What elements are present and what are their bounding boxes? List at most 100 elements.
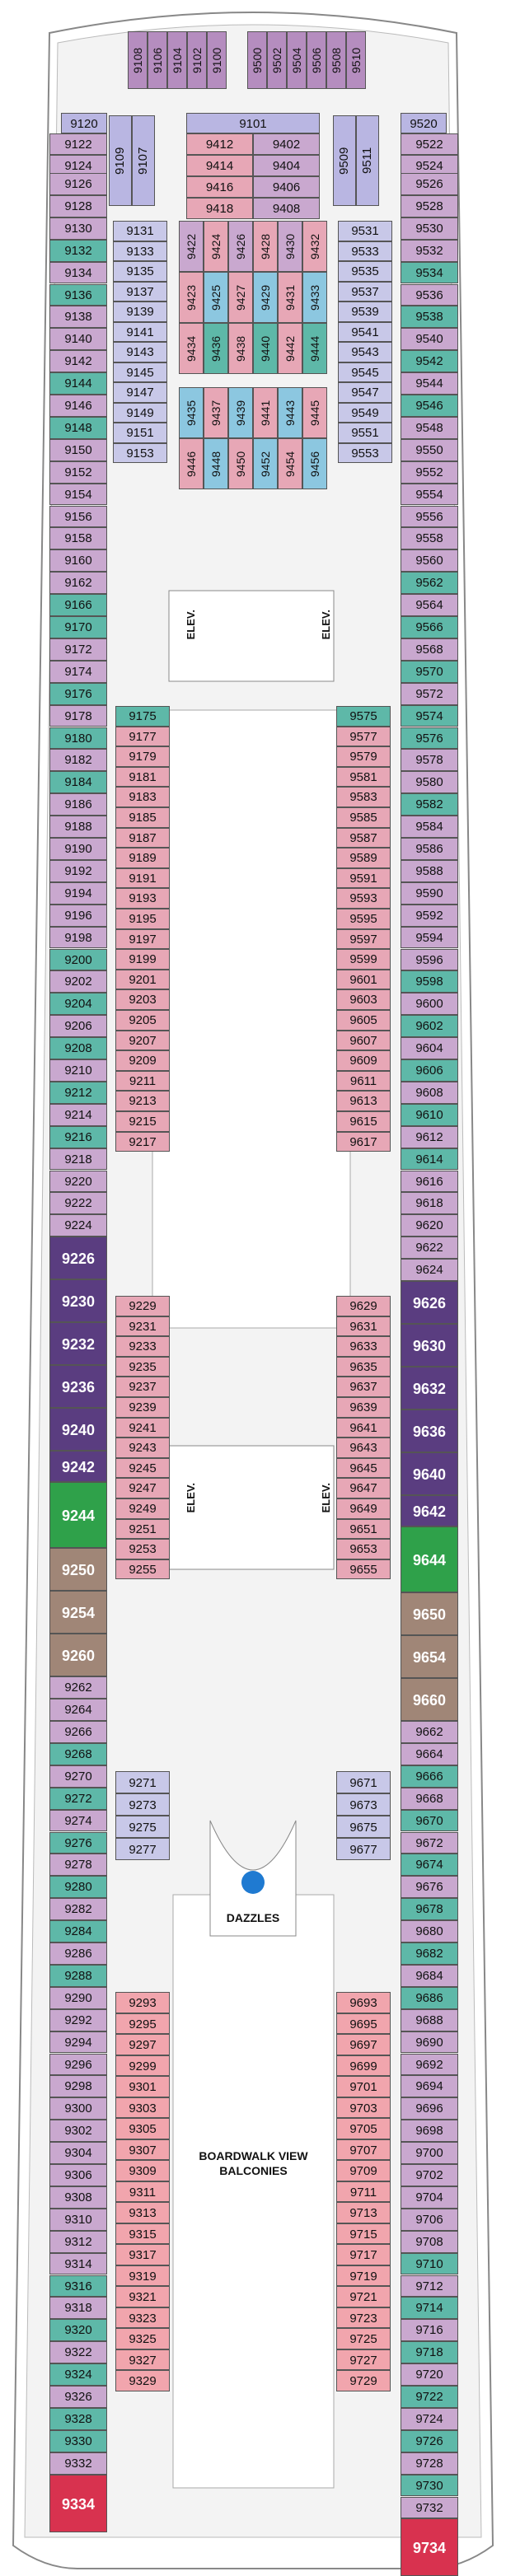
cabin-9152[interactable]: 9152 bbox=[49, 461, 107, 484]
cabin-9303[interactable]: 9303 bbox=[115, 2097, 170, 2118]
cabin-9576[interactable]: 9576 bbox=[401, 727, 458, 750]
cabin-9423[interactable]: 9423 bbox=[179, 272, 204, 323]
cabin-9696[interactable]: 9696 bbox=[401, 2097, 458, 2120]
cabin-9323[interactable]: 9323 bbox=[115, 2307, 170, 2328]
cabin-9146[interactable]: 9146 bbox=[49, 395, 107, 417]
cabin-9139[interactable]: 9139 bbox=[113, 302, 167, 322]
cabin-9605[interactable]: 9605 bbox=[336, 1010, 391, 1031]
cabin-9719[interactable]: 9719 bbox=[336, 2265, 391, 2286]
cabin-9684[interactable]: 9684 bbox=[401, 1964, 458, 1987]
cabin-9549[interactable]: 9549 bbox=[338, 402, 392, 423]
cabin-9107[interactable]: 9107 bbox=[132, 115, 155, 206]
cabin-9193[interactable]: 9193 bbox=[115, 888, 170, 909]
cabin-9305[interactable]: 9305 bbox=[115, 2118, 170, 2139]
cabin-9673[interactable]: 9673 bbox=[336, 1793, 391, 1816]
cabin-9427[interactable]: 9427 bbox=[228, 272, 253, 323]
cabin-9680[interactable]: 9680 bbox=[401, 1920, 458, 1943]
cabin-9502[interactable]: 9502 bbox=[267, 31, 287, 89]
cabin-9306[interactable]: 9306 bbox=[49, 2164, 107, 2186]
cabin-9174[interactable]: 9174 bbox=[49, 660, 107, 683]
cabin-9693[interactable]: 9693 bbox=[336, 1992, 391, 2013]
cabin-9654[interactable]: 9654 bbox=[401, 1635, 458, 1678]
cabin-9552[interactable]: 9552 bbox=[401, 461, 458, 484]
cabin-9204[interactable]: 9204 bbox=[49, 993, 107, 1016]
cabin-9511[interactable]: 9511 bbox=[356, 115, 379, 206]
cabin-9674[interactable]: 9674 bbox=[401, 1854, 458, 1877]
cabin-9426[interactable]: 9426 bbox=[228, 221, 253, 272]
cabin-9618[interactable]: 9618 bbox=[401, 1192, 458, 1215]
cabin-9220[interactable]: 9220 bbox=[49, 1170, 107, 1193]
cabin-9218[interactable]: 9218 bbox=[49, 1148, 107, 1171]
cabin-9178[interactable]: 9178 bbox=[49, 704, 107, 727]
cabin-9431[interactable]: 9431 bbox=[278, 272, 302, 323]
cabin-9272[interactable]: 9272 bbox=[49, 1787, 107, 1810]
cabin-9707[interactable]: 9707 bbox=[336, 2139, 391, 2160]
cabin-9231[interactable]: 9231 bbox=[115, 1316, 170, 1337]
cabin-9450[interactable]: 9450 bbox=[228, 438, 253, 489]
cabin-9226[interactable]: 9226 bbox=[49, 1237, 107, 1280]
cabin-9595[interactable]: 9595 bbox=[336, 909, 391, 929]
cabin-9613[interactable]: 9613 bbox=[336, 1091, 391, 1111]
cabin-9274[interactable]: 9274 bbox=[49, 1809, 107, 1832]
cabin-9649[interactable]: 9649 bbox=[336, 1498, 391, 1519]
cabin-9199[interactable]: 9199 bbox=[115, 949, 170, 970]
cabin-9694[interactable]: 9694 bbox=[401, 2075, 458, 2098]
cabin-9641[interactable]: 9641 bbox=[336, 1417, 391, 1438]
cabin-9533[interactable]: 9533 bbox=[338, 241, 392, 261]
cabin-9147[interactable]: 9147 bbox=[113, 382, 167, 403]
cabin-9438[interactable]: 9438 bbox=[228, 323, 253, 374]
cabin-9284[interactable]: 9284 bbox=[49, 1920, 107, 1943]
cabin-9690[interactable]: 9690 bbox=[401, 2031, 458, 2054]
cabin-9100[interactable]: 9100 bbox=[207, 31, 227, 89]
cabin-9588[interactable]: 9588 bbox=[401, 859, 458, 882]
cabin-9302[interactable]: 9302 bbox=[49, 2120, 107, 2143]
cabin-9330[interactable]: 9330 bbox=[49, 2429, 107, 2452]
cabin-9448[interactable]: 9448 bbox=[204, 438, 228, 489]
cabin-9172[interactable]: 9172 bbox=[49, 638, 107, 661]
cabin-9682[interactable]: 9682 bbox=[401, 1943, 458, 1965]
cabin-9697[interactable]: 9697 bbox=[336, 2034, 391, 2055]
cabin-9724[interactable]: 9724 bbox=[401, 2407, 458, 2430]
cabin-9288[interactable]: 9288 bbox=[49, 1964, 107, 1987]
cabin-9222[interactable]: 9222 bbox=[49, 1192, 107, 1215]
cabin-9251[interactable]: 9251 bbox=[115, 1518, 170, 1540]
cabin-9647[interactable]: 9647 bbox=[336, 1478, 391, 1498]
cabin-9544[interactable]: 9544 bbox=[401, 372, 458, 395]
cabin-9242[interactable]: 9242 bbox=[49, 1451, 107, 1483]
cabin-9534[interactable]: 9534 bbox=[401, 261, 458, 284]
cabin-9301[interactable]: 9301 bbox=[115, 2076, 170, 2097]
cabin-9616[interactable]: 9616 bbox=[401, 1170, 458, 1193]
cabin-9706[interactable]: 9706 bbox=[401, 2208, 458, 2231]
cabin-9642[interactable]: 9642 bbox=[401, 1495, 458, 1526]
cabin-9599[interactable]: 9599 bbox=[336, 949, 391, 970]
cabin-9271[interactable]: 9271 bbox=[115, 1771, 170, 1793]
cabin-9214[interactable]: 9214 bbox=[49, 1103, 107, 1126]
cabin-9728[interactable]: 9728 bbox=[401, 2452, 458, 2475]
cabin-9540[interactable]: 9540 bbox=[401, 328, 458, 351]
cabin-9640[interactable]: 9640 bbox=[401, 1452, 458, 1495]
cabin-9553[interactable]: 9553 bbox=[338, 442, 392, 463]
cabin-9240[interactable]: 9240 bbox=[49, 1408, 107, 1452]
cabin-9604[interactable]: 9604 bbox=[401, 1037, 458, 1059]
cabin-9537[interactable]: 9537 bbox=[338, 281, 392, 302]
cabin-9182[interactable]: 9182 bbox=[49, 749, 107, 772]
cabin-9230[interactable]: 9230 bbox=[49, 1279, 107, 1323]
cabin-9203[interactable]: 9203 bbox=[115, 989, 170, 1010]
cabin-9124[interactable]: 9124 bbox=[49, 155, 107, 176]
cabin-9546[interactable]: 9546 bbox=[401, 395, 458, 417]
cabin-9574[interactable]: 9574 bbox=[401, 704, 458, 727]
cabin-9695[interactable]: 9695 bbox=[336, 2013, 391, 2034]
cabin-9675[interactable]: 9675 bbox=[336, 1816, 391, 1838]
cabin-9297[interactable]: 9297 bbox=[115, 2034, 170, 2055]
cabin-9298[interactable]: 9298 bbox=[49, 2075, 107, 2098]
cabin-9644[interactable]: 9644 bbox=[401, 1526, 458, 1592]
cabin-9188[interactable]: 9188 bbox=[49, 816, 107, 838]
cabin-9452[interactable]: 9452 bbox=[253, 438, 278, 489]
cabin-9120[interactable]: 9120 bbox=[61, 113, 107, 133]
cabin-9727[interactable]: 9727 bbox=[336, 2349, 391, 2370]
cabin-9692[interactable]: 9692 bbox=[401, 2053, 458, 2076]
cabin-9722[interactable]: 9722 bbox=[401, 2386, 458, 2408]
cabin-9633[interactable]: 9633 bbox=[336, 1336, 391, 1357]
cabin-9509[interactable]: 9509 bbox=[333, 115, 356, 206]
cabin-9311[interactable]: 9311 bbox=[115, 2181, 170, 2202]
